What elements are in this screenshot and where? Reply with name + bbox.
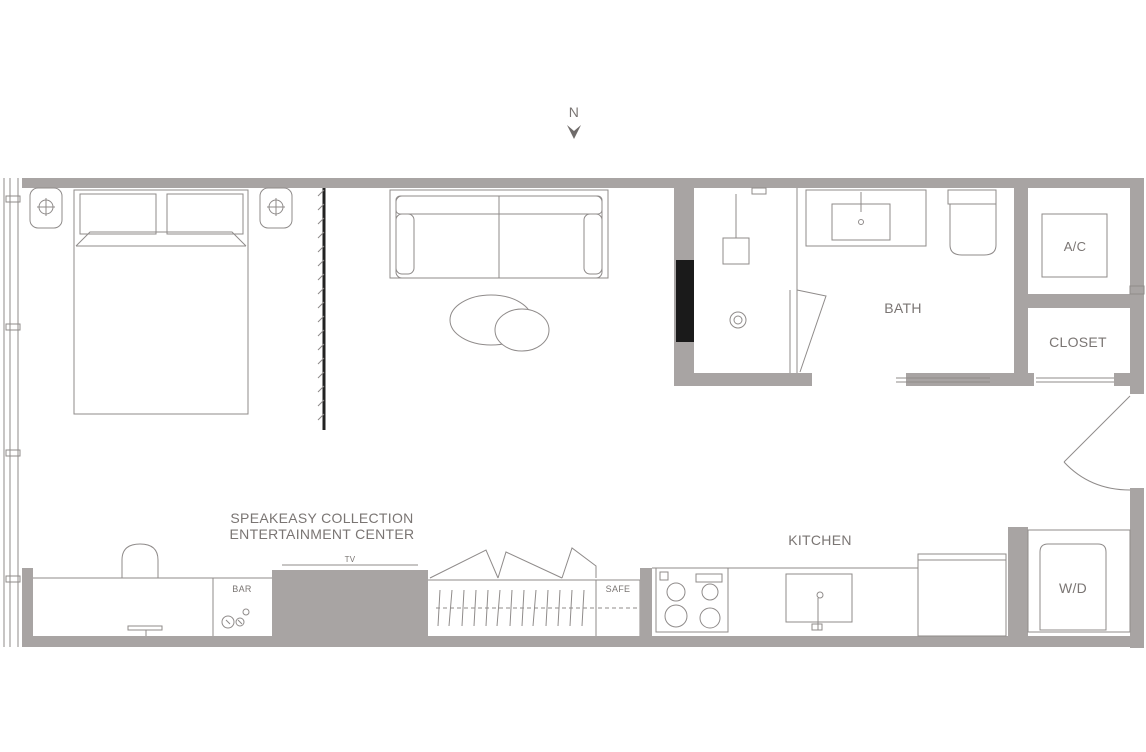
desk-bar <box>33 543 272 636</box>
ac-unit <box>1041 213 1145 295</box>
entry-door <box>1063 395 1131 491</box>
bath-label: BATH <box>884 300 922 316</box>
bath-walls <box>674 188 1144 386</box>
shower <box>722 187 827 373</box>
closet-label: CLOSET <box>1049 334 1107 350</box>
refrigerator <box>917 553 1007 637</box>
toilet <box>947 189 997 256</box>
ac-label: A/C <box>1064 239 1087 254</box>
bath-sliding-door <box>896 377 990 383</box>
entertainment-label-line2: ENTERTAINMENT CENTER <box>230 526 415 542</box>
washer-dryer <box>1008 527 1131 636</box>
ottomans <box>449 294 550 352</box>
bed <box>29 187 293 415</box>
entertainment-label-line1: SPEAKEASY COLLECTION <box>230 510 413 526</box>
room-labels: BATH A/C CLOSET KITCHEN W/D BAR SAFE TV … <box>230 239 1107 596</box>
room-divider <box>317 188 326 430</box>
vanity <box>805 189 927 247</box>
kitchen-label: KITCHEN <box>788 532 852 548</box>
west-window <box>3 178 21 647</box>
sofa <box>389 189 609 279</box>
bar-label: BAR <box>232 584 252 594</box>
closet <box>1036 377 1114 383</box>
tv-label: TV <box>345 555 356 564</box>
compass-label: N <box>569 104 579 120</box>
exterior-walls <box>22 178 1144 648</box>
north-arrow-icon <box>567 125 581 139</box>
wd-label: W/D <box>1059 580 1087 596</box>
bath-window <box>676 260 694 342</box>
entertainment-center <box>272 564 428 636</box>
north-compass: N <box>567 104 581 139</box>
kitchen-counter <box>640 567 918 636</box>
safe-label: SAFE <box>606 584 631 594</box>
